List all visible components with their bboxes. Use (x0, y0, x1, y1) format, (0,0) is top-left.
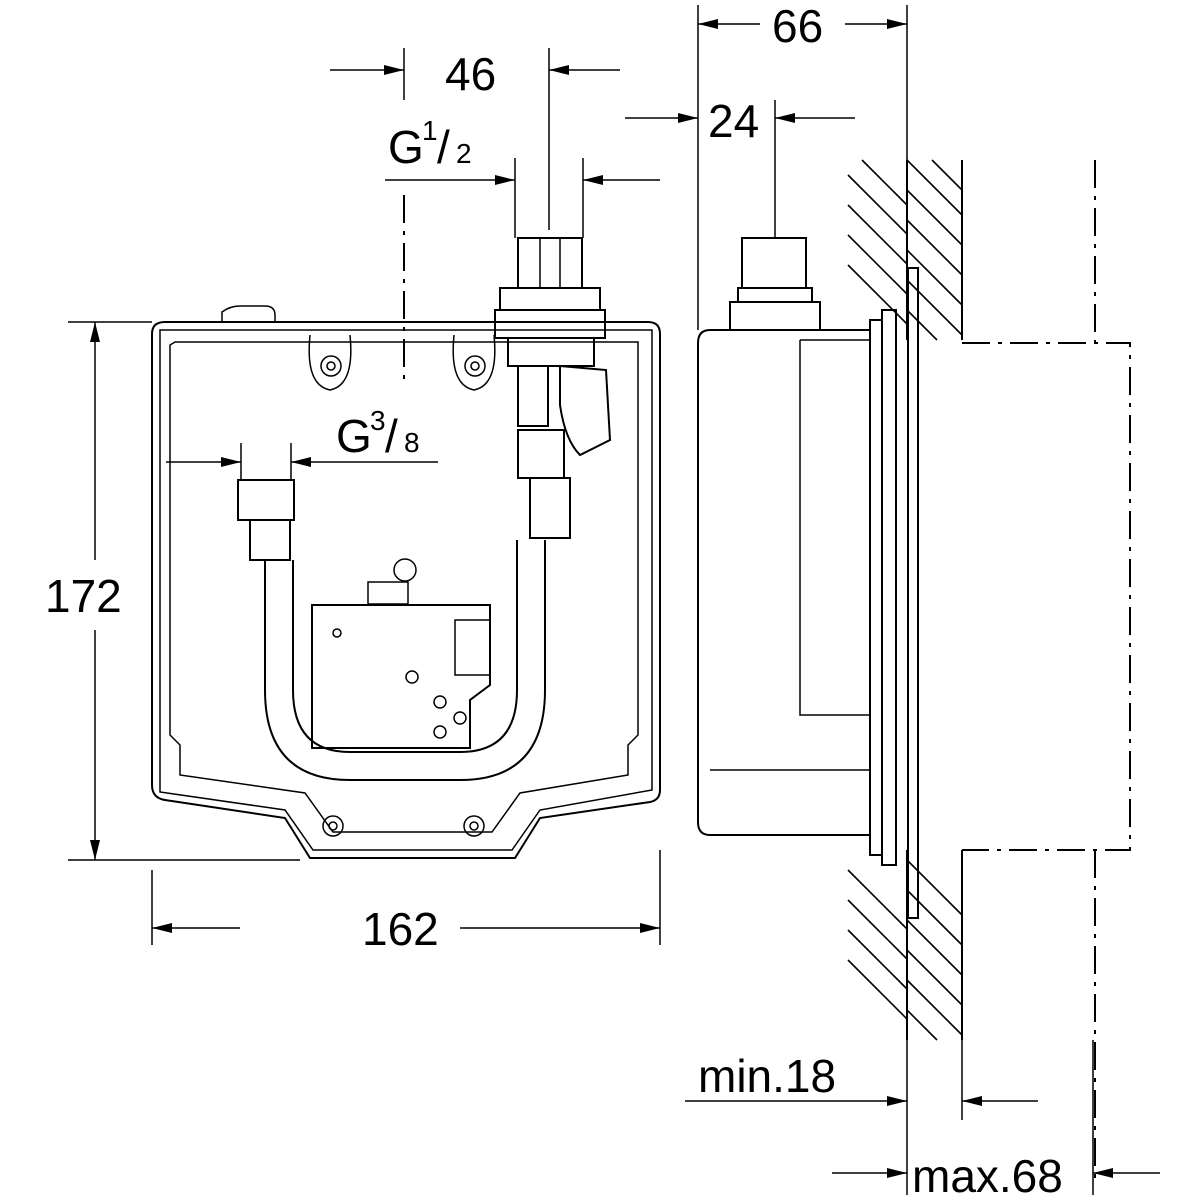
svg-text:8: 8 (404, 427, 420, 458)
svg-text:G: G (336, 410, 372, 462)
dim-offset-24: 24 (708, 95, 759, 147)
dim-wall-min18: min.18 (698, 1050, 836, 1102)
front-view: 162 172 46 G 1 / 2 G 3 / (45, 48, 661, 955)
bottom-screw-left (322, 815, 344, 837)
inlet-connector (494, 237, 612, 479)
thread-label-g38: G 3 / 8 (336, 405, 420, 462)
top-tab (221, 305, 276, 322)
mounting-lug-right (452, 334, 496, 391)
svg-text:1: 1 (422, 115, 438, 146)
dim-depth-66: 66 (772, 0, 823, 52)
control-module (311, 558, 491, 749)
dim-wall-max68: max.68 (912, 1150, 1063, 1200)
cover-plate-outline (962, 342, 1131, 851)
dim-width-162: 162 (362, 903, 439, 955)
wall-section-lower (847, 850, 963, 1041)
housing-side (697, 237, 919, 919)
dim-height-172: 172 (45, 570, 122, 622)
svg-text:2: 2 (456, 138, 472, 169)
flex-hose (237, 477, 571, 781)
bottom-screw-right (463, 815, 485, 837)
thread-label-g12: G 1 / 2 (388, 115, 472, 173)
housing-inner-line (159, 329, 653, 851)
svg-text:/: / (437, 121, 450, 173)
side-view: 66 24 min.18 max.68 (625, 0, 1160, 1200)
svg-text:/: / (385, 410, 398, 462)
wall-section-upper (847, 159, 963, 341)
svg-text:G: G (388, 121, 424, 173)
housing-outline (151, 321, 661, 859)
dim-pipe-spacing-46: 46 (445, 48, 496, 100)
svg-text:3: 3 (370, 405, 386, 436)
housing-inner-frame (169, 341, 639, 833)
mounting-lug-left (308, 334, 352, 391)
